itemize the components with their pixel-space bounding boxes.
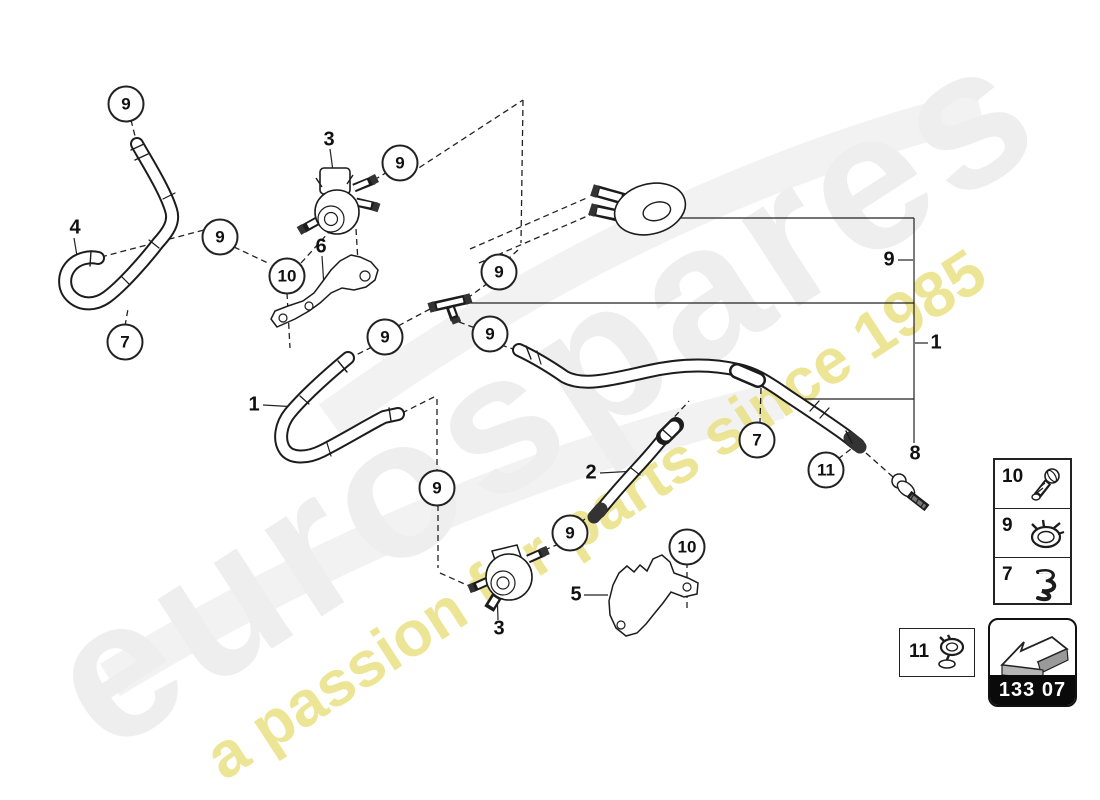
callout-11-hose1-end[interactable]: 11: [807, 451, 845, 489]
legend-number: 7: [1002, 564, 1013, 585]
screw-icon: [1031, 468, 1060, 501]
callout-number: 11: [817, 460, 835, 479]
part-label-3-top[interactable]: 3: [323, 128, 335, 151]
legend-number: 9: [1002, 515, 1013, 536]
part-hose-1-right: [512, 343, 867, 454]
legend-row-9[interactable]: 9: [995, 509, 1070, 558]
callout-number: 7: [752, 430, 762, 449]
callout-9-pump-bottom-inlet[interactable]: 9: [418, 469, 456, 507]
callout-number: 10: [677, 537, 697, 556]
part-pump-3-top: [296, 167, 381, 235]
part-loop-fitting: [588, 182, 687, 236]
ring-clamp-icon: [938, 634, 965, 669]
callout-number: 9: [215, 227, 225, 246]
legend-row-10[interactable]: 10: [995, 460, 1070, 509]
part-pump-3-bottom: [467, 544, 550, 612]
diagram-code: 133 07: [990, 675, 1075, 705]
callout-9-hose4-mid[interactable]: 9: [201, 218, 239, 256]
callout-9-hose1-left-end[interactable]: 9: [366, 318, 404, 356]
part-label-8[interactable]: 8: [909, 442, 921, 465]
callout-10-bracket5[interactable]: 10: [668, 528, 706, 566]
part-label-9-bracket[interactable]: 9: [883, 248, 895, 271]
callout-7-hose4[interactable]: 7: [106, 323, 144, 361]
callout-number: 9: [380, 327, 390, 346]
group-bracket-lines: [456, 217, 928, 443]
callout-9-pump-top[interactable]: 9: [381, 144, 419, 182]
legend-row-7[interactable]: 7: [995, 558, 1070, 607]
part-label-1-bracket[interactable]: 1: [930, 331, 942, 354]
legend-number: 10: [1002, 466, 1024, 487]
direction-arrow-icon: [1000, 635, 1069, 677]
diagram-nav-badge[interactable]: 133 07: [988, 618, 1077, 707]
part-hose-1-left: [274, 351, 405, 464]
legend-clamp-11[interactable]: 11: [899, 628, 975, 677]
part-bracket-5: [608, 554, 699, 637]
callout-number: 9: [432, 478, 442, 497]
callout-number: 9: [485, 324, 495, 343]
part-t-connector: [427, 293, 473, 325]
legend-number: 11: [909, 641, 930, 662]
callout-number: 7: [120, 332, 130, 351]
callout-number: 9: [565, 523, 575, 542]
part-label-5[interactable]: 5: [570, 583, 582, 606]
part-label-1-left[interactable]: 1: [248, 393, 260, 416]
callout-9-tee-upper[interactable]: 9: [480, 253, 518, 291]
callout-number: 9: [494, 262, 504, 281]
part-label-4[interactable]: 4: [69, 216, 81, 239]
part-label-3-bottom[interactable]: 3: [493, 617, 505, 640]
callout-9-hose4-top[interactable]: 9: [107, 85, 145, 123]
part-label-2[interactable]: 2: [585, 461, 597, 484]
callout-number: 9: [395, 153, 405, 172]
part-bracket-6: [270, 254, 379, 328]
legend-fasteners: 10 9 7: [993, 458, 1072, 605]
callout-9-hose2[interactable]: 9: [551, 514, 589, 552]
part-screw-8: [891, 473, 930, 512]
retaining-clip-icon: [1036, 569, 1057, 602]
callout-9-hose1-right-end[interactable]: 9: [471, 315, 509, 353]
part-hose-4: [58, 137, 180, 311]
callout-7-hose1[interactable]: 7: [738, 421, 776, 459]
callout-10-bracket6[interactable]: 10: [268, 257, 306, 295]
part-label-6[interactable]: 6: [315, 235, 327, 258]
dashed-lines: [100, 99, 894, 612]
callout-number: 10: [277, 266, 297, 285]
callout-number: 9: [121, 94, 131, 113]
hose-clamp-icon: [1030, 519, 1065, 549]
part-hose-2: [587, 417, 684, 524]
